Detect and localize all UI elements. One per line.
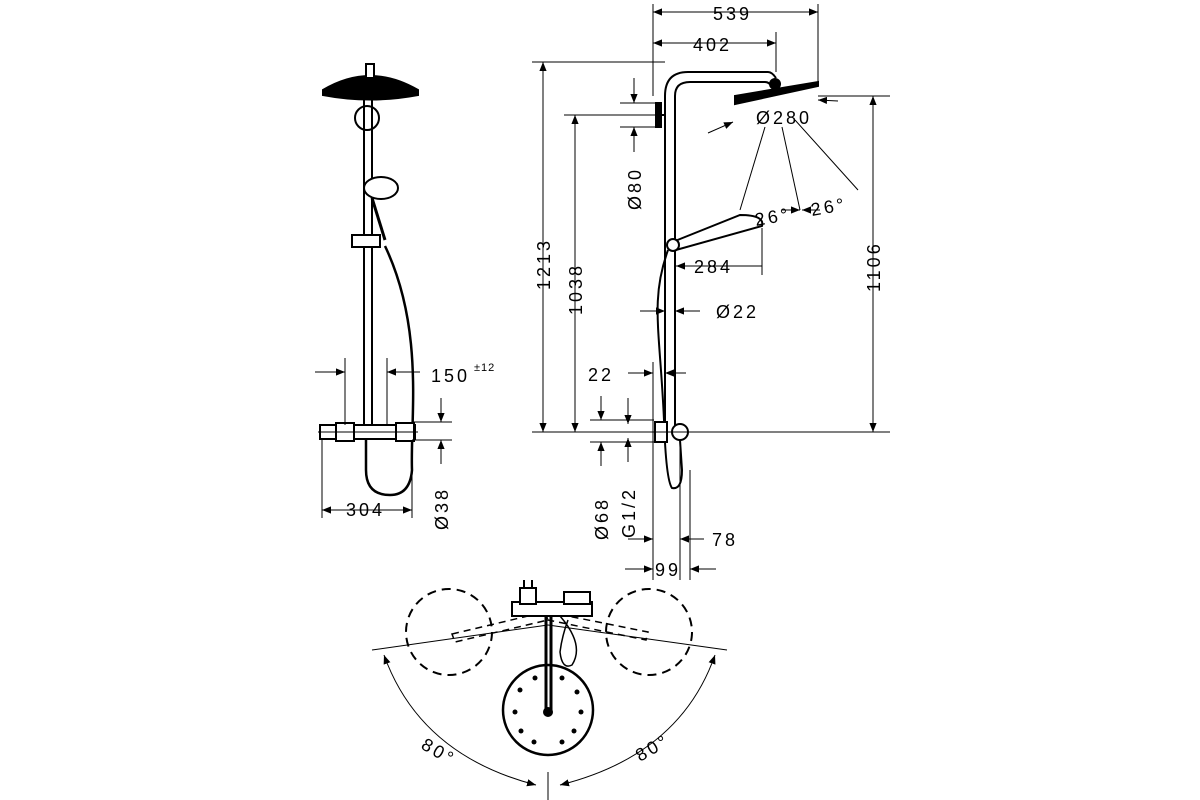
top-head-swivel-right <box>605 588 693 676</box>
front-wall-bracket <box>655 102 662 128</box>
side-hand-shower <box>363 176 399 200</box>
side-view <box>318 63 419 497</box>
label-diameter-68: Ø68 <box>592 497 612 540</box>
side-shower-head <box>322 75 419 101</box>
label-150: 150 <box>431 366 470 386</box>
label-diameter-80: Ø80 <box>625 167 645 210</box>
swivel-arc-left <box>383 654 537 787</box>
label-304: 304 <box>346 500 385 520</box>
label-angle-26-left: 26° <box>753 204 792 230</box>
front-hand-shower <box>668 213 764 252</box>
front-shower-arm <box>664 71 777 97</box>
label-1213: 1213 <box>534 238 554 290</box>
label-diameter-280: Ø280 <box>756 108 812 128</box>
label-thread-g12: G1/2 <box>619 487 639 538</box>
label-402: 402 <box>693 35 732 55</box>
swivel-arc-right <box>559 654 716 787</box>
side-view-labels: 150 ±12 304 Ø38 <box>346 362 495 530</box>
side-view-dimensions <box>315 358 452 518</box>
front-view-dimensions <box>532 4 890 580</box>
label-angle-26-right: 26° <box>809 194 848 220</box>
front-shower-head <box>734 80 819 106</box>
label-1106: 1106 <box>864 241 884 292</box>
front-view-labels: 539 402 1213 1038 1106 Ø80 Ø280 26° 26° … <box>534 4 884 580</box>
front-hose <box>656 249 684 490</box>
front-view <box>654 71 819 490</box>
side-shower-head-top <box>365 63 375 79</box>
label-swivel-80-left: 80° <box>418 734 459 769</box>
top-head-swivel-left <box>405 588 493 676</box>
label-539: 539 <box>713 4 752 24</box>
label-78: 78 <box>712 530 738 550</box>
side-slider <box>351 234 381 248</box>
side-hose <box>364 245 415 497</box>
label-150-tolerance: ±12 <box>474 362 495 374</box>
side-wall-bracket <box>354 105 380 131</box>
label-284: 284 <box>694 257 733 277</box>
label-22: 22 <box>588 365 614 385</box>
label-1038: 1038 <box>566 263 586 315</box>
label-99: 99 <box>655 560 681 580</box>
top-view <box>405 580 693 757</box>
top-view-dimensions <box>371 624 728 800</box>
top-view-labels: 80° 80° <box>418 730 673 770</box>
label-diameter-38: Ø38 <box>432 487 452 530</box>
label-diameter-22: Ø22 <box>716 302 759 322</box>
label-swivel-80-right: 80° <box>632 730 673 765</box>
